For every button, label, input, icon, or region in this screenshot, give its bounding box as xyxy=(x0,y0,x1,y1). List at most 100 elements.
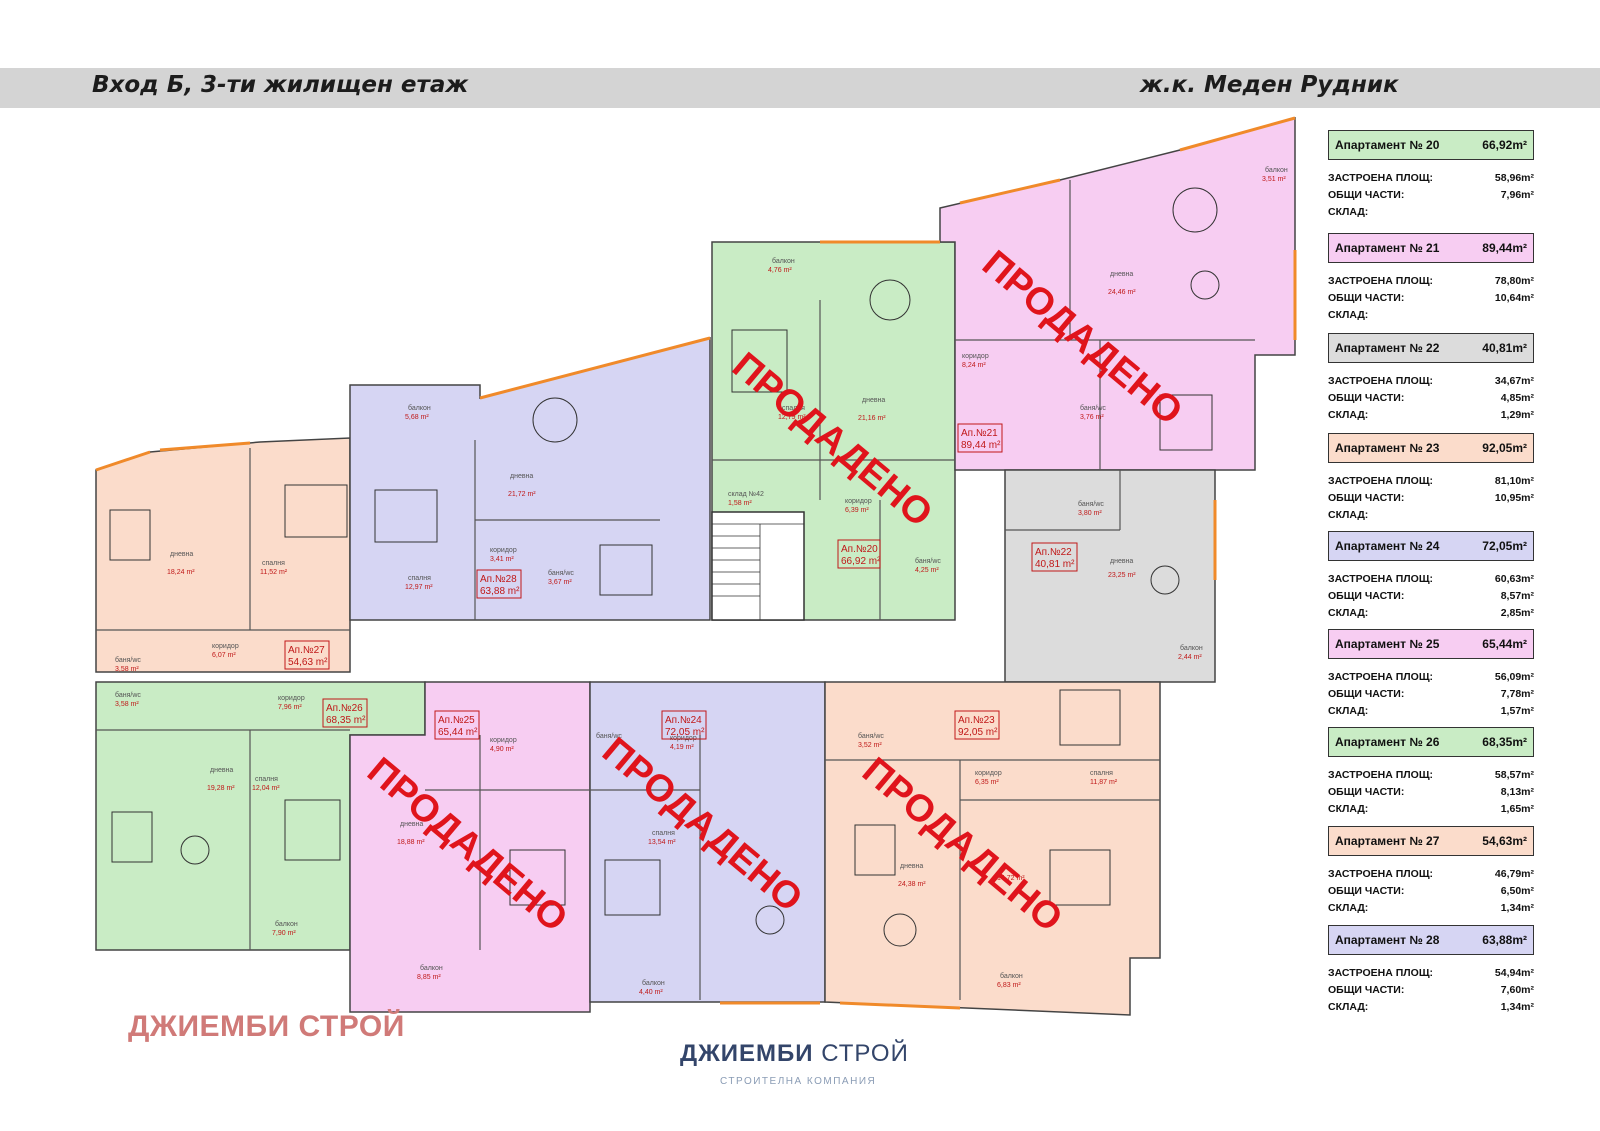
label-balkon-26: балкон xyxy=(275,920,298,928)
label-bania-22: баня/wc xyxy=(1078,500,1104,508)
apartment-card-header[interactable]: Апартамент № 28 63,88m² xyxy=(1328,925,1534,955)
area-dnevna-28: 21,72 m² xyxy=(508,491,536,498)
area-koridor-25: 4,90 m² xyxy=(490,746,514,753)
row-label: СКЛАД: xyxy=(1328,206,1369,218)
row-value: 7,96m² xyxy=(1500,189,1534,201)
apartment-card-header[interactable]: Апартамент № 22 40,81m² xyxy=(1328,333,1534,363)
row-label: СКЛАД: xyxy=(1328,803,1369,815)
area-balkon-28: 5,68 m² xyxy=(405,414,429,421)
tag-ap21-area: 89,44 m² xyxy=(961,440,1001,451)
tag-ap20: Ап.№20 xyxy=(841,544,878,555)
row-label: СКЛАД: xyxy=(1328,607,1369,619)
tag-ap27: Ап.№27 xyxy=(288,645,325,656)
label-koridor-23: коридор xyxy=(975,770,1002,777)
row-label: ЗАСТРОЕНА ПЛОЩ: xyxy=(1328,967,1434,979)
area-spalnia-27: 11,52 m² xyxy=(260,569,288,576)
row-label: ЗАСТРОЕНА ПЛОЩ: xyxy=(1328,671,1434,683)
tag-ap23-area: 92,05 m² xyxy=(958,727,998,738)
apartment-card-row: СКЛАД:1,65m² xyxy=(1328,801,1534,818)
area-dnevna-20: 21,16 m² xyxy=(858,415,886,422)
row-label: ОБЩИ ЧАСТИ: xyxy=(1328,292,1405,304)
area-sklad-42: 1,58 m² xyxy=(728,500,752,507)
apartment-card-row: ОБЩИ ЧАСТИ: 6,50m² xyxy=(1328,883,1534,900)
label-bania-28: баня/wc xyxy=(548,569,574,577)
label-balkon-24: балкон xyxy=(642,979,665,987)
area-spalnia-28: 12,97 m² xyxy=(405,584,433,591)
tag-ap26: Ап.№26 xyxy=(326,703,363,714)
label-spalnia-27: спалня xyxy=(262,560,285,567)
row-label: ЗАСТРОЕНА ПЛОЩ: xyxy=(1328,769,1434,781)
label-dnevna-21: дневна xyxy=(1110,271,1133,278)
label-dnevna-20: дневна xyxy=(862,397,885,404)
label-spalnia-28: спалня xyxy=(408,575,431,582)
row-value: 78,80m² xyxy=(1494,275,1534,287)
apartment-title: Апартамент № 25 xyxy=(1335,637,1440,651)
apartment-card-row: СКЛАД:1,34m² xyxy=(1328,999,1534,1016)
row-label: ЗАСТРОЕНА ПЛОЩ: xyxy=(1328,375,1434,387)
label-dnevna-23: дневна xyxy=(900,863,923,870)
label-dnevna-28: дневна xyxy=(510,473,533,480)
area-koridor-27: 6,07 m² xyxy=(212,652,236,659)
apartment-title: Апартамент № 28 xyxy=(1335,933,1440,947)
label-bania-20: баня/wc xyxy=(915,557,941,565)
apartment-area: 40,81m² xyxy=(1482,341,1527,355)
row-value: 60,63m² xyxy=(1494,573,1534,585)
apartment-title: Апартамент № 22 xyxy=(1335,341,1440,355)
tag-ap21: Ап.№21 xyxy=(961,428,998,439)
interior-walls xyxy=(96,180,1255,1000)
row-label: ОБЩИ ЧАСТИ: xyxy=(1328,885,1405,897)
area-bania-22: 3,80 m² xyxy=(1078,510,1102,517)
row-label: СКЛАД: xyxy=(1328,902,1369,914)
area-bania-20: 4,25 m² xyxy=(915,567,939,574)
tag-ap20-area: 66,92 m² xyxy=(841,556,881,567)
region-ap22[interactable] xyxy=(1004,469,1216,683)
area-dnevna-23: 24,38 m² xyxy=(898,881,926,888)
label-bania-24: баня/wc xyxy=(596,732,622,740)
apartment-card-row: ЗАСТРОЕНА ПЛОЩ:54,94m² xyxy=(1328,965,1534,982)
row-label: СКЛАД: xyxy=(1328,309,1369,321)
label-dnevna-22: дневна xyxy=(1110,558,1133,565)
apartment-title: Апартамент № 26 xyxy=(1335,735,1440,749)
row-value: 10,95m² xyxy=(1494,492,1534,504)
label-balkon-25: балкон xyxy=(420,964,443,972)
apartment-card-header[interactable]: Апартамент № 26 68,35m² xyxy=(1328,727,1534,757)
row-value: 46,79m² xyxy=(1494,868,1534,880)
watermark: ДЖИЕМБИ СТРОЙ xyxy=(128,1010,405,1043)
apartment-card-row: ОБЩИ ЧАСТИ:10,64m² xyxy=(1328,290,1534,307)
label-bania-23: баня/wc xyxy=(858,732,884,740)
apartment-card-row: СКЛАД: xyxy=(1328,307,1534,324)
row-label: ЗАСТРОЕНА ПЛОЩ: xyxy=(1328,275,1434,287)
logo-subtitle: СТРОИТЕЛНА КОМПАНИЯ xyxy=(720,1076,877,1087)
label-balkon-28: балкон xyxy=(408,404,431,412)
apartment-card-row: ЗАСТРОЕНА ПЛОЩ:81,10m² xyxy=(1328,473,1534,490)
apartment-area: 63,88m² xyxy=(1482,933,1527,947)
region-ap23[interactable] xyxy=(824,681,1161,1016)
label-spalnia-20: спалня xyxy=(782,405,805,412)
apartment-card-row: ОБЩИ ЧАСТИ:10,95m² xyxy=(1328,490,1534,507)
region-ap21[interactable] xyxy=(939,117,1296,471)
label-koridor-26: коридор xyxy=(278,695,305,702)
header-bar xyxy=(0,68,1600,108)
tag-ap26-area: 68,35 m² xyxy=(326,715,366,726)
region-ap27[interactable] xyxy=(95,437,351,673)
label-dnevna-27: дневна xyxy=(170,551,193,558)
apartment-card-row: СКЛАД: xyxy=(1328,204,1534,221)
row-value: 6,50m² xyxy=(1500,885,1534,897)
area-bania-21: 3,76 m² xyxy=(1080,414,1104,421)
stair-steps xyxy=(712,523,804,620)
apartment-area: 68,35m² xyxy=(1482,735,1527,749)
tag-ap24-area: 72,05 m² xyxy=(665,727,705,738)
row-label: СКЛАД: xyxy=(1328,409,1369,421)
